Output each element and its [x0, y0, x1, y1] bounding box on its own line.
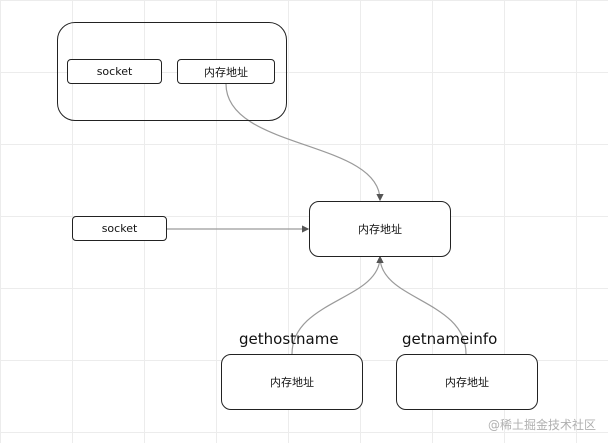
connector-getnameinfo-to-center — [376, 255, 467, 355]
gethostname-box: 内存地址 — [221, 354, 363, 410]
gethostname-box-label: 内存地址 — [270, 376, 314, 389]
connector-group-to-center — [225, 83, 384, 202]
center-memory-address-box: 内存地址 — [309, 201, 451, 257]
watermark-text: @稀土掘金技术社区 — [487, 418, 596, 432]
middle-socket-label: socket — [101, 222, 138, 235]
connector-gethostname-to-center — [291, 255, 384, 355]
getnameinfo-label: getnameinfo — [402, 330, 498, 348]
getnameinfo-box-label: 内存地址 — [445, 376, 489, 389]
group-socket-label: socket — [96, 65, 133, 78]
getnameinfo-box: 内存地址 — [396, 354, 538, 410]
group-socket-box: socket — [67, 59, 162, 84]
group-memory-address-label: 内存地址 — [204, 65, 248, 79]
center-memory-address-label: 内存地址 — [358, 223, 402, 236]
group-container — [57, 22, 287, 121]
gethostname-label: gethostname — [239, 330, 339, 348]
middle-socket-box: socket — [72, 216, 167, 241]
group-memory-address-box: 内存地址 — [177, 59, 275, 84]
